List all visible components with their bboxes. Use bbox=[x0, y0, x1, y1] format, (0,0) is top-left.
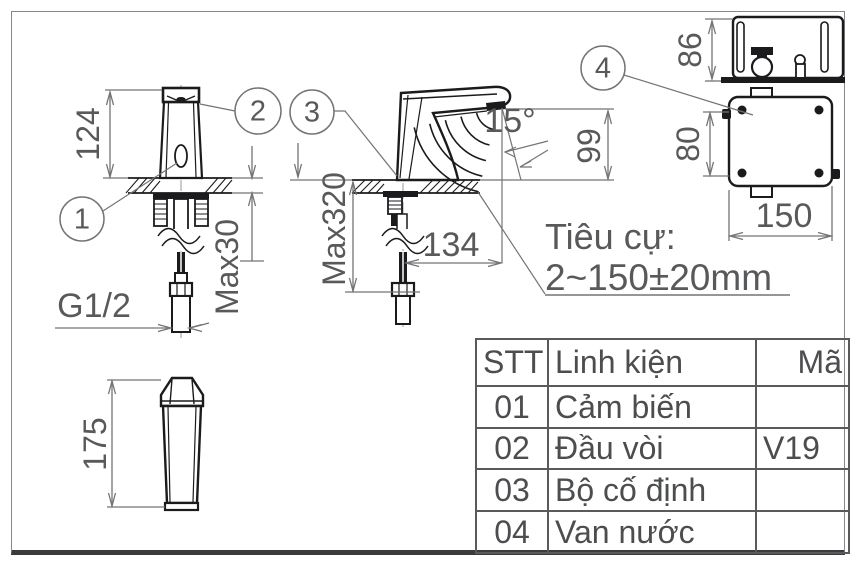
col-header-code: Mã bbox=[755, 338, 850, 387]
callout-circle-3 bbox=[289, 89, 335, 135]
drawing-border-frame bbox=[11, 11, 845, 555]
bracket-flange bbox=[721, 77, 845, 83]
row1-part: Cảm biến bbox=[547, 385, 757, 429]
front-view-faucet bbox=[125, 86, 233, 333]
leader-focal bbox=[477, 191, 546, 295]
side-view-faucet bbox=[351, 85, 512, 325]
parts-table: STT Linh kiện Mã 01 Cảm biến 02 Đầu vòi … bbox=[475, 338, 850, 554]
row4-code bbox=[755, 510, 850, 554]
leader-callout-3 bbox=[334, 110, 398, 177]
row1-stt: 01 bbox=[475, 385, 549, 429]
row3-part: Bộ cố định bbox=[547, 468, 757, 512]
front-break-symbol bbox=[157, 227, 205, 255]
row4-part: Van nước bbox=[547, 510, 757, 554]
sensor-waves bbox=[413, 112, 494, 193]
side-hose-end bbox=[395, 295, 411, 325]
callout-number-1: 1 bbox=[73, 203, 91, 236]
box-screws bbox=[722, 105, 840, 179]
sensor-window bbox=[174, 144, 188, 168]
callout-number-2: 2 bbox=[249, 95, 267, 128]
table-row: 02 Đầu vòi V19 bbox=[475, 427, 850, 470]
side-flange bbox=[383, 191, 418, 197]
row3-code bbox=[755, 468, 850, 512]
focal-range-label: Tiêu cự: bbox=[545, 216, 676, 257]
dimension-lines bbox=[55, 18, 834, 509]
dim-outlet-height: 99 bbox=[571, 128, 607, 164]
front-counter-hatch bbox=[125, 177, 233, 194]
valve-box-front-view bbox=[727, 95, 834, 188]
callout-circle-2 bbox=[234, 87, 282, 135]
row1-code bbox=[755, 385, 850, 429]
front-flange bbox=[153, 193, 209, 199]
dim-angle: 15° bbox=[484, 102, 536, 140]
valve-box-views bbox=[721, 15, 845, 198]
dim-front-height: 124 bbox=[70, 107, 106, 161]
callout-circle-4 bbox=[580, 45, 626, 91]
table-row: 01 Cảm biến bbox=[475, 385, 850, 429]
side-hex-fitting bbox=[390, 281, 416, 298]
spout-body-view bbox=[159, 376, 205, 512]
dim-valve-width: 150 bbox=[755, 197, 813, 235]
callout-circle-1 bbox=[59, 196, 105, 242]
col-header-part: Linh kiện bbox=[547, 338, 757, 387]
dim-body-height: 175 bbox=[77, 417, 113, 471]
parts-table-header-row: STT Linh kiện Mã bbox=[475, 338, 850, 387]
col-header-stt: STT bbox=[475, 338, 549, 387]
callout-number-3: 3 bbox=[303, 96, 321, 129]
side-aerator bbox=[486, 101, 506, 111]
focal-range-value: 2~150±20mm bbox=[545, 257, 773, 298]
side-counter-hatch bbox=[351, 179, 479, 194]
dim-thread: G1/2 bbox=[57, 287, 131, 325]
leader-callout-4 bbox=[623, 74, 754, 116]
dim-hose-max: Max320 bbox=[316, 172, 352, 286]
front-hex-fitting bbox=[168, 281, 194, 298]
front-studs bbox=[153, 198, 209, 227]
side-break-symbol bbox=[381, 227, 429, 255]
row4-stt: 04 bbox=[475, 510, 549, 554]
leader-callout-2 bbox=[199, 103, 236, 112]
front-aerator bbox=[176, 97, 186, 101]
table-row: 04 Van nước bbox=[475, 510, 850, 554]
row2-part: Đầu vòi bbox=[547, 427, 757, 470]
dim-reach: 134 bbox=[422, 226, 480, 264]
front-hose-end bbox=[171, 295, 191, 333]
dim-valve-height: 80 bbox=[670, 126, 706, 162]
valve-knob bbox=[750, 55, 774, 79]
table-row: 03 Bộ cố định bbox=[475, 468, 850, 512]
callout-number-4: 4 bbox=[594, 52, 612, 85]
bracket-top-view bbox=[731, 15, 845, 80]
front-supply-pipe bbox=[173, 198, 189, 231]
row2-stt: 02 bbox=[475, 427, 549, 470]
dim-counter-max: Max30 bbox=[209, 218, 245, 316]
row2-code: V19 bbox=[755, 427, 850, 470]
leader-callout-1 bbox=[102, 162, 178, 212]
dim-valve-depth: 86 bbox=[672, 32, 708, 68]
row3-stt: 03 bbox=[475, 468, 549, 512]
